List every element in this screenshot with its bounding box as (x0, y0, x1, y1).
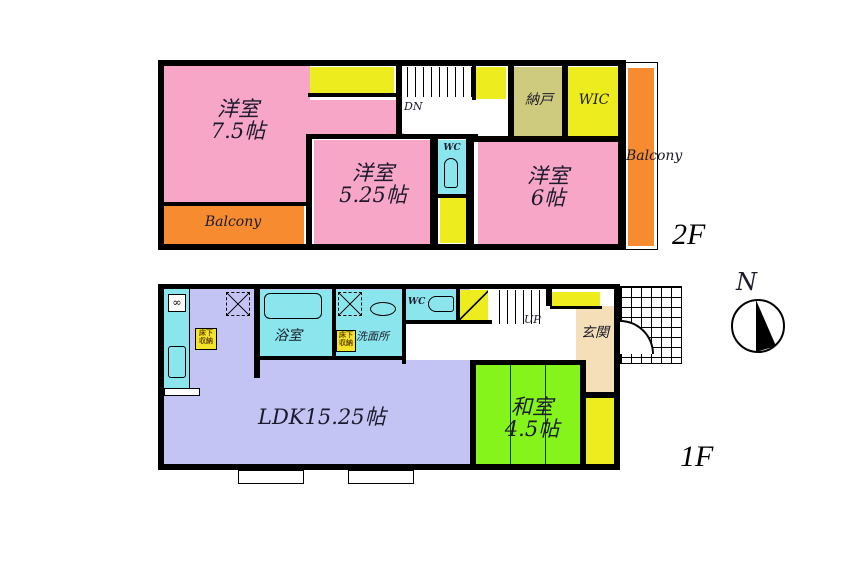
floor-label-1f: 1F (680, 440, 714, 473)
underfloor-storage-tag-ldk: 床下収納 (195, 328, 217, 350)
room-label-ldk: LDK15.25帖 (258, 405, 386, 429)
washer-space (338, 292, 362, 316)
stove-icon: ∞ (168, 294, 186, 312)
stair-label-up: UP (524, 313, 541, 326)
floor-plan-2f: 洋室 7.5帖 Balcony 洋室 5.25帖 DN WC 納戸 WIC 洋室… (158, 60, 688, 252)
room-label-washroom: 洗面所 (356, 330, 389, 343)
room-western-7-5 (164, 65, 310, 204)
room-western-5-25 (314, 140, 430, 244)
compass-arrow-icon (731, 299, 785, 353)
wc-2f-label: WC (443, 143, 461, 153)
room-label-western-6: 洋室 6帖 (527, 164, 569, 211)
room-label-bath: 浴室 (274, 328, 302, 344)
window-ldk-1 (238, 470, 304, 484)
shoe-cupboard (552, 292, 600, 306)
compass: N (728, 268, 792, 354)
room-label-western-7-5: 洋室 7.5帖 (210, 97, 266, 144)
washbasin-icon (370, 302, 396, 316)
balcony-east-label: Balcony (626, 148, 683, 164)
underfloor-storage-tag-washroom: 床下収納 (336, 330, 356, 352)
hallway-1f (406, 324, 576, 360)
compass-north-label: N (736, 268, 757, 296)
room-western-7-5-hall (304, 100, 404, 134)
balcony-east (628, 68, 654, 246)
toilet-icon (444, 158, 458, 188)
closet-2f-a (310, 67, 394, 93)
window-ldk-2 (348, 470, 414, 484)
bathtub-icon (264, 293, 322, 319)
balcony-south (164, 205, 304, 245)
cupboard-1f-a (460, 290, 488, 320)
room-bath (260, 290, 332, 358)
room-nando (514, 67, 564, 139)
room-label-western-5-25: 洋室 5.25帖 (339, 161, 407, 208)
stair-label-dn: DN (404, 100, 423, 113)
closet-2f-c (476, 67, 506, 99)
stairs-2f (402, 67, 474, 133)
room-label-wic: WIC (578, 92, 610, 108)
fridge-space (226, 292, 250, 316)
balcony-south-label: Balcony (204, 214, 262, 230)
sink-icon (168, 346, 186, 378)
toilet-icon-1f (428, 296, 454, 312)
stairs-1f (492, 290, 542, 324)
closet-1f-b (586, 398, 614, 466)
room-label-washitsu: 和室 4.5帖 (504, 395, 560, 442)
counter-end (164, 388, 200, 396)
tatami-lines (476, 364, 580, 466)
room-wic (568, 67, 620, 139)
closet-2f-b (440, 197, 466, 243)
floor-label-2f: 2F (672, 218, 706, 251)
wc-1f-label: WC (408, 297, 426, 307)
room-western-6 (478, 142, 620, 244)
floor-plan-1f: LDK15.25帖 ∞ 床下収納 浴室 床下収納 洗面所 WC UP 玄関 和室… (158, 284, 688, 484)
room-label-nando: 納戸 (525, 92, 553, 108)
room-label-genkan: 玄関 (581, 325, 609, 341)
